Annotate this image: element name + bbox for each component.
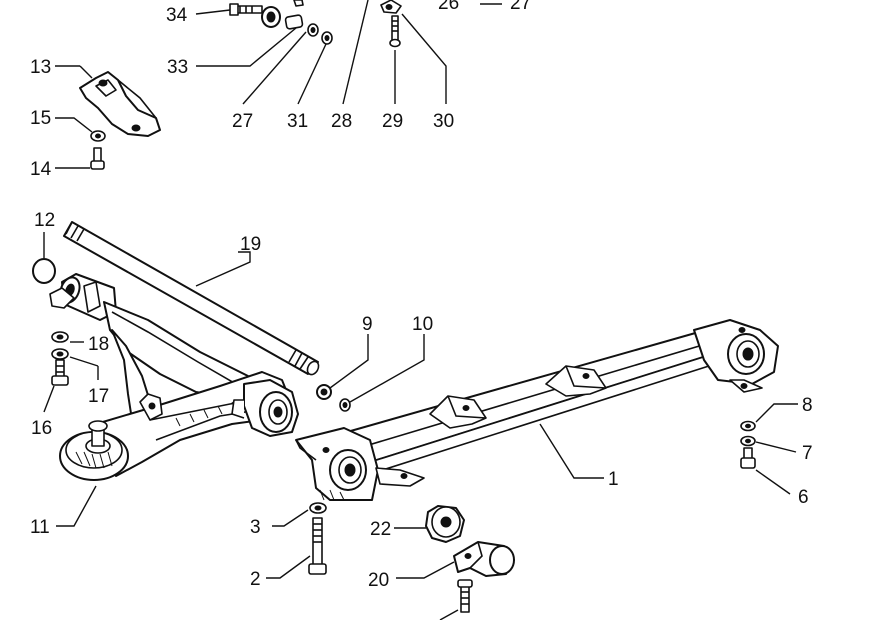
part-19-torsion-bar [63, 221, 320, 376]
part-6-bolt [740, 447, 756, 469]
callout-7: 7 [802, 443, 813, 464]
part-13-saddle-bracket [79, 71, 161, 137]
leader-28 [342, 0, 369, 105]
leader-1 [539, 423, 604, 479]
part-34-bolt [229, 3, 263, 16]
part-28-bracket [293, 0, 304, 7]
callout-27a: 27 [232, 111, 253, 132]
part-11-trailing-arm [49, 273, 299, 481]
part-8-washer [740, 420, 756, 432]
leader-8 [755, 403, 798, 423]
leader-9 [329, 334, 369, 389]
leader-17 [69, 356, 99, 367]
part-12-cap [32, 258, 56, 284]
callout-10: 10 [412, 314, 433, 335]
part-22-rubber-bushing [425, 505, 465, 543]
callout-27b: 27 [510, 0, 531, 14]
part-16-bolt [51, 359, 69, 386]
callout-31: 31 [287, 111, 308, 132]
callout-11: 11 [30, 517, 50, 538]
part-29-screw [389, 15, 401, 48]
part-7-washer [740, 435, 756, 447]
callout-1: 1 [608, 469, 619, 490]
part-1-axle-beam [295, 319, 779, 501]
leader-27a [242, 31, 307, 105]
leader-34 [195, 9, 231, 15]
leader-21 [439, 609, 459, 621]
part-10-washer [339, 398, 351, 412]
leader-15 [55, 117, 93, 133]
callout-12: 12 [34, 210, 55, 231]
callout-16: 16 [31, 418, 52, 439]
leader-19 [195, 251, 251, 287]
leader-31 [297, 43, 327, 105]
part-31-nut [321, 31, 333, 45]
callout-18: 18 [88, 334, 109, 355]
callout-2: 2 [250, 569, 261, 590]
part-27-spacer [284, 14, 304, 30]
part-2-long-bolt [308, 517, 327, 575]
leader-10 [349, 334, 425, 403]
callout-26: 26 [438, 0, 459, 14]
callout-30: 30 [433, 111, 454, 132]
part-9-nut [316, 384, 332, 400]
callout-15: 15 [30, 108, 51, 129]
part-14-bolt [90, 147, 105, 170]
callout-3: 3 [250, 517, 261, 538]
leader-16 [43, 385, 55, 413]
leader-30 [401, 13, 447, 104]
callout-29: 29 [382, 111, 403, 132]
leader-33 [196, 27, 297, 67]
callout-28: 28 [331, 111, 352, 132]
part-3-washer [309, 502, 327, 514]
part-17-washer [51, 348, 69, 360]
callout-13: 13 [30, 57, 51, 78]
callout-33: 33 [167, 57, 188, 78]
callout-22: 22 [370, 519, 391, 540]
part-18-washer [51, 331, 69, 343]
leader-11 [56, 485, 97, 527]
callout-34: 34 [166, 5, 188, 26]
callout-17: 17 [88, 386, 109, 407]
part-15-washer [90, 130, 106, 142]
leader-7 [755, 441, 797, 453]
part-33-bushing [261, 6, 281, 28]
part-20-clamp [453, 541, 515, 577]
leader-2 [266, 555, 311, 579]
callout-14: 14 [30, 159, 52, 180]
leader-20 [396, 561, 455, 579]
callout-19: 19 [240, 234, 261, 255]
leader-6 [755, 469, 791, 495]
part-21-bolt [457, 579, 473, 613]
leader-3 [272, 509, 309, 527]
callout-8: 8 [802, 395, 813, 416]
callout-9: 9 [362, 314, 373, 335]
callout-20: 20 [368, 570, 389, 591]
part-30-clip [380, 0, 402, 14]
callout-6: 6 [798, 487, 809, 508]
part-31-washer [307, 23, 319, 37]
